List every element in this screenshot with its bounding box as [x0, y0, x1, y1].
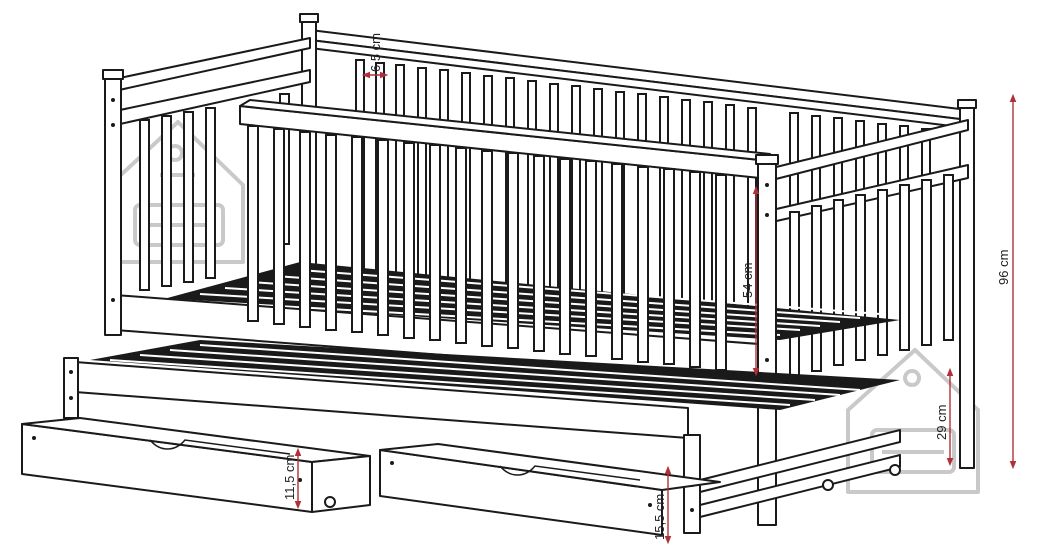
- dim-trundle-frame-height: 15,5 cm: [652, 465, 672, 545]
- dim-trundle-frame-height-label: 15,5 cm: [652, 494, 667, 540]
- dim-trundle-height: 29 cm: [934, 367, 954, 467]
- drawer-left: [21, 417, 371, 513]
- drawer-right: [379, 443, 721, 536]
- front-guard-slats: [247, 125, 727, 371]
- dim-slat-gap-label: 6,5 cm: [368, 33, 383, 72]
- dim-total-height-label: 96 cm: [996, 250, 1011, 285]
- dim-total-height: 96 cm: [996, 93, 1017, 470]
- dim-rail-height-label: 54 cm: [740, 263, 755, 298]
- main-bed: [102, 13, 977, 526]
- trundle-bed: [63, 340, 901, 534]
- dim-drawer-height: 11,5 cm: [282, 447, 302, 510]
- dim-slat-gap: 6,5 cm: [361, 33, 389, 79]
- dim-drawer-height-label: 11,5 cm: [282, 455, 297, 500]
- watermark-logo-left: [108, 120, 245, 264]
- dim-trundle-height-label: 29 cm: [934, 405, 949, 440]
- dim-rail-height: 54 cm: [740, 185, 760, 377]
